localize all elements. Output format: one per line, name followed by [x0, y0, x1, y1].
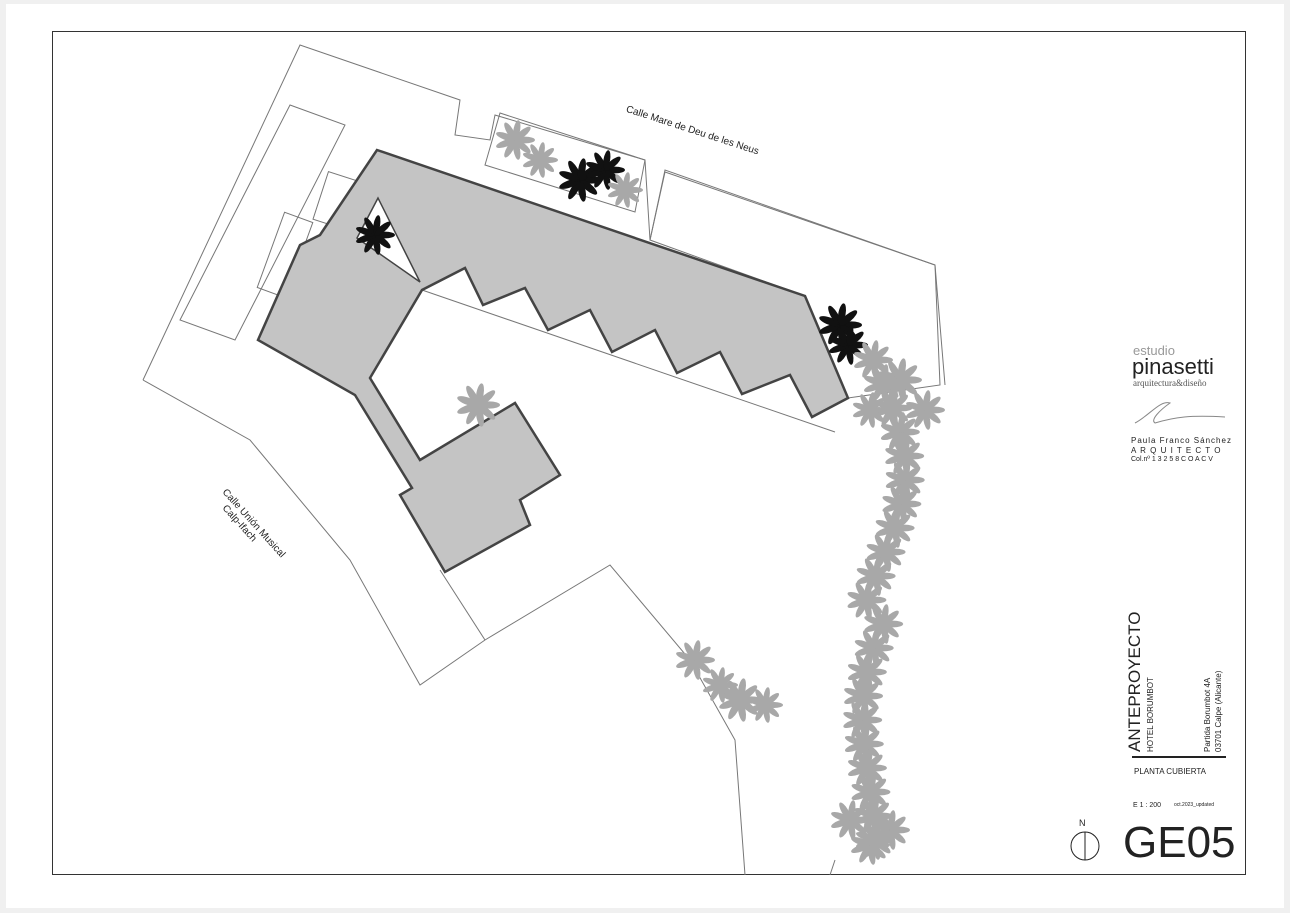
palm-tree-icon — [496, 120, 535, 160]
palm-tree-icon — [748, 687, 783, 723]
logo-tagline: arquitectura&diseño — [1133, 378, 1207, 388]
logo-prefix: estudio — [1133, 343, 1175, 358]
phase-title: ANTEPROYECTO — [1125, 611, 1144, 752]
revision-label: oct.2023_updated — [1174, 802, 1215, 808]
palm-tree-icon — [853, 392, 888, 428]
palm-tree-icon — [906, 390, 945, 430]
architect-title: A R Q U I T E C T O — [1131, 446, 1222, 455]
planter-north — [484, 112, 646, 213]
palm-tree-icon — [608, 172, 643, 208]
title-divider — [1132, 756, 1226, 758]
drawing-frame — [52, 31, 1246, 875]
palm-tree-icon — [703, 667, 738, 703]
sheet-number: GE05 — [1123, 818, 1236, 867]
palm-tree-icon — [831, 800, 870, 840]
roof-courtyard — [356, 196, 421, 283]
palm-tree-icon — [871, 810, 910, 850]
architect-registration: Col.nº 1 3 2 5 8 C O A C V — [1131, 456, 1213, 463]
palm-tree-icon — [854, 628, 894, 668]
drawing-sheet — [6, 4, 1284, 908]
sheet-title: PLANTA CUBIERTA — [1134, 767, 1207, 776]
logo-name: pinasetti — [1132, 354, 1214, 379]
architect-name: Paula Franco Sánchez — [1131, 436, 1232, 445]
address-line-1: Partida Borumbot 4A — [1203, 677, 1212, 752]
palm-tree-icon — [676, 640, 715, 680]
palm-tree-icon — [844, 676, 884, 716]
project-name: HOTEL BORUMBOT — [1146, 677, 1155, 752]
palm-tree-icon — [847, 580, 887, 620]
palm-tree-icon — [457, 383, 500, 427]
palm-tree-icon — [879, 358, 922, 402]
palm-tree-icon — [851, 772, 891, 812]
north-label: N — [1079, 818, 1086, 828]
palm-tree-dark-icon — [356, 215, 395, 255]
address-line-2: 03701 Calpe (Alicante) — [1214, 670, 1223, 752]
north-arrow-icon — [1070, 831, 1100, 861]
palm-tree-icon — [851, 825, 890, 865]
architect-signature — [1134, 402, 1226, 424]
pool-outline — [179, 104, 346, 341]
plot-boundary — [142, 44, 946, 386]
scale-label: E 1 : 200 — [1133, 802, 1162, 809]
palm-tree-icon — [848, 748, 887, 788]
roof-plan — [256, 148, 850, 574]
palm-tree-icon — [523, 142, 558, 178]
